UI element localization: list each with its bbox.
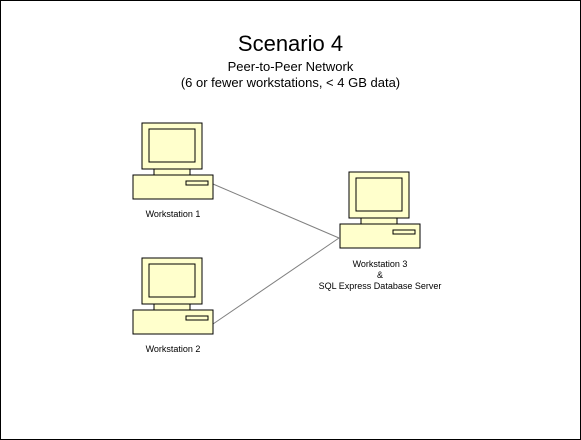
slide-description: (6 or fewer workstations, < 4 GB data) [180,75,401,90]
workstation-3-label: Workstation 3 [352,259,408,269]
workstation-1-node [132,119,214,203]
ampersand-label: & [376,270,383,280]
link-ws2-ws3 [212,237,340,325]
workstation-1-label: Workstation 1 [145,209,201,219]
desktop-computer-icon [132,122,214,200]
desktop-computer-icon [339,171,421,249]
workstation-3-server-node [339,168,421,252]
workstation-2-label: Workstation 2 [145,344,201,354]
slide-subtitle: Peer-to-Peer Network [227,59,354,74]
workstation-2-node [132,254,214,338]
link-ws1-ws3 [212,183,340,239]
database-server-label: SQL Express Database Server [318,281,442,291]
slide-title: Scenario 4 [237,31,344,56]
desktop-computer-icon [132,257,214,335]
